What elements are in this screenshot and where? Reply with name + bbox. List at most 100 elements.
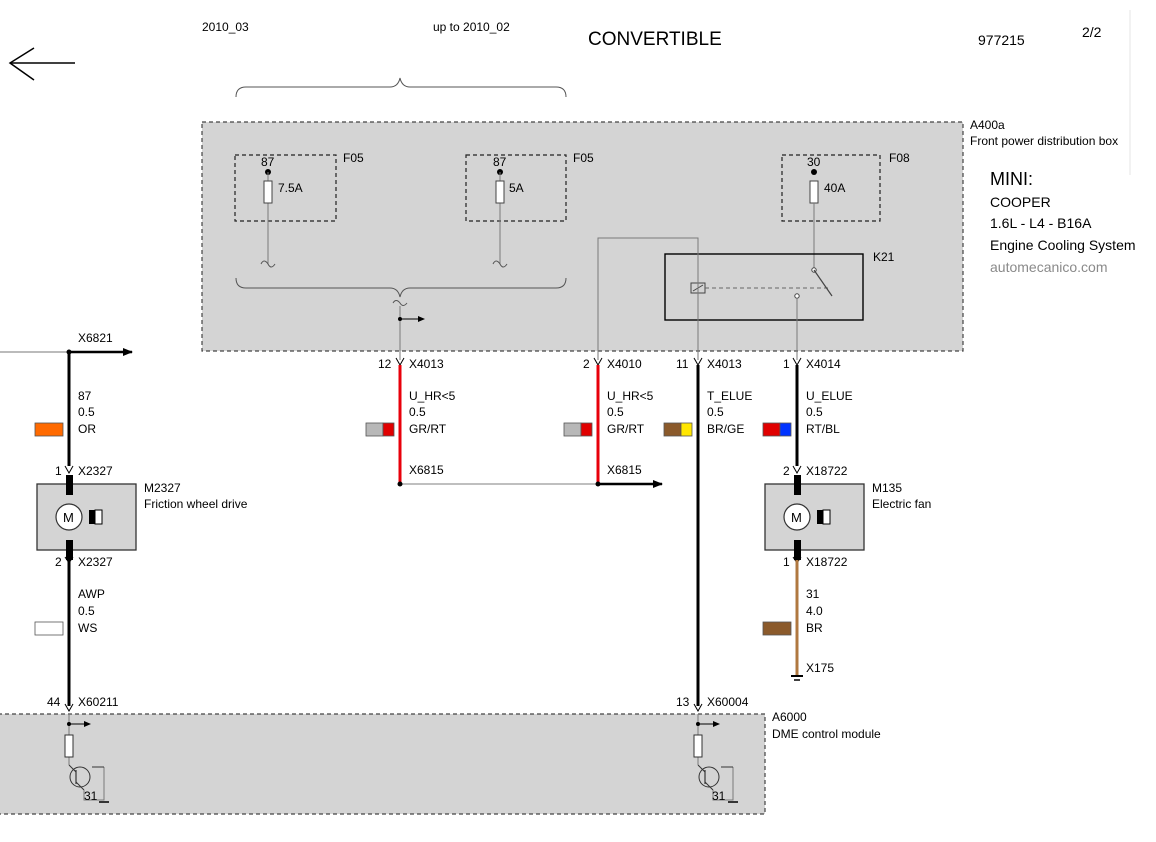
doc-number: 977215 [978, 32, 1025, 48]
front-power-distribution-box [201, 121, 964, 352]
conn-c2-id: X4010 [607, 357, 642, 371]
page-title: CONVERTIBLE [588, 29, 722, 50]
conn-c3-pin: 11 [676, 357, 689, 371]
svg-text:U_HR<5: U_HR<5 [607, 389, 654, 403]
svg-text:0.5: 0.5 [409, 405, 426, 419]
svg-text:0.5: 0.5 [78, 604, 95, 618]
m2327-id: M2327 [144, 481, 181, 495]
fuse-f08-box [781, 154, 881, 222]
svg-text:4.0: 4.0 [806, 604, 823, 618]
svg-text:BR: BR [806, 621, 823, 635]
fuse-f05-a-rating: 7.5A [278, 181, 303, 195]
svg-text:GR/RT: GR/RT [409, 422, 447, 436]
header-date-mid: up to 2010_02 [433, 20, 510, 34]
source-watermark: automecanico.com [990, 259, 1108, 275]
m135-name: Electric fan [872, 497, 931, 511]
svg-text:44: 44 [47, 695, 61, 709]
svg-text:0.5: 0.5 [707, 405, 724, 419]
svg-text:2: 2 [783, 464, 790, 478]
conn-x60211: X60211 [78, 695, 119, 709]
relay-id: K21 [873, 250, 895, 264]
fuse-icon [263, 180, 273, 204]
svg-text:T_ELUE: T_ELUE [707, 389, 752, 403]
dme-control-module [0, 713, 766, 815]
svg-text:U_ELUE: U_ELUE [806, 389, 853, 403]
wire-label-gr-rt-2: U_HR<5 0.5 GR/RT [563, 389, 654, 437]
wire-label-br: 31 4.0 BR [762, 587, 823, 636]
a6000-id: A6000 [772, 710, 807, 724]
svg-text:M: M [791, 510, 802, 525]
vehicle-model: COOPER [990, 194, 1051, 210]
svg-text:1: 1 [783, 555, 790, 569]
conn-x2327-bot: X2327 [78, 555, 113, 569]
page-number: 2/2 [1082, 24, 1102, 40]
fuse-f08-id: F08 [889, 151, 910, 165]
motor-m135 [764, 483, 865, 551]
fuse-f08-terminal: 30 [807, 155, 821, 169]
wire-label-br-ge: T_ELUE 0.5 BR/GE [663, 389, 752, 437]
wire-label-or: 87 0.5 OR [34, 389, 96, 437]
svg-text:0.5: 0.5 [78, 405, 95, 419]
svg-text:2: 2 [55, 555, 62, 569]
ground-x175: X175 [806, 661, 834, 675]
svg-text:BR/GE: BR/GE [707, 422, 744, 436]
svg-text:WS: WS [78, 621, 97, 635]
conn-x18722-bot: X18722 [806, 555, 848, 569]
svg-text:87: 87 [78, 389, 92, 403]
a6000-name: DME control module [772, 727, 881, 741]
fuse-f08-rating: 40A [824, 181, 845, 195]
conn-c4-pin: 1 [783, 357, 790, 371]
fuse-f05-b-box [465, 154, 567, 222]
wire-label-gr-rt-1: U_HR<5 0.5 GR/RT [365, 389, 456, 437]
a400a-id: A400a [970, 118, 1005, 132]
svg-text:31: 31 [712, 789, 726, 803]
splice-x6815-a: X6815 [409, 463, 444, 477]
splice-x6815-b: X6815 [607, 463, 642, 477]
fuse-icon [809, 180, 819, 204]
vehicle-make: MINI: [990, 169, 1033, 189]
m135-id: M135 [872, 481, 902, 495]
conn-c2-pin: 2 [583, 357, 590, 371]
conn-c4-id: X4014 [806, 357, 841, 371]
vehicle-engine: 1.6L - L4 - B16A [990, 215, 1092, 231]
conn-c3-id: X4013 [707, 357, 742, 371]
transistor-icon: 31 [64, 714, 109, 803]
wire-label-rt-bl: U_ELUE 0.5 RT/BL [762, 389, 853, 437]
m2327-name: Friction wheel drive [144, 497, 248, 511]
fuse-f05-a-terminal: 87 [261, 155, 275, 169]
conn-c1-id: X4013 [409, 357, 444, 371]
svg-text:13: 13 [676, 695, 690, 709]
conn-x2327-top: X2327 [78, 464, 113, 478]
relay-k21 [664, 253, 864, 321]
svg-text:U_HR<5: U_HR<5 [409, 389, 456, 403]
fuse-f05-a-id: F05 [343, 151, 364, 165]
svg-text:AWP: AWP [78, 587, 105, 601]
svg-text:M: M [63, 510, 74, 525]
a400a-name: Front power distribution box [970, 134, 1118, 148]
fuse-f05-b-terminal: 87 [493, 155, 507, 169]
conn-x60004: X60004 [707, 695, 749, 709]
color-swatch-or [34, 422, 64, 437]
svg-text:0.5: 0.5 [806, 405, 823, 419]
motor-m2327 [36, 483, 137, 551]
conn-x18722-top: X18722 [806, 464, 848, 478]
fuse-f05-a-box [234, 154, 337, 222]
vehicle-system: Engine Cooling System [990, 237, 1136, 253]
motor-icon [783, 503, 811, 531]
svg-text:GR/RT: GR/RT [607, 422, 645, 436]
top-brace [235, 77, 567, 98]
svg-text:RT/BL: RT/BL [806, 422, 840, 436]
conn-x6821: X6821 [78, 331, 113, 345]
fuse-f05-b-id: F05 [573, 151, 594, 165]
motor-icon [55, 503, 83, 531]
fuse-icon [495, 180, 505, 204]
svg-text:31: 31 [806, 587, 820, 601]
svg-text:31: 31 [84, 789, 98, 803]
svg-text:1: 1 [55, 464, 62, 478]
back-arrow-icon[interactable] [8, 47, 75, 81]
svg-text:OR: OR [78, 422, 96, 436]
wire-label-ws: AWP 0.5 WS [34, 587, 105, 636]
svg-text:0.5: 0.5 [607, 405, 624, 419]
transistor-icon: 31 [693, 714, 738, 803]
